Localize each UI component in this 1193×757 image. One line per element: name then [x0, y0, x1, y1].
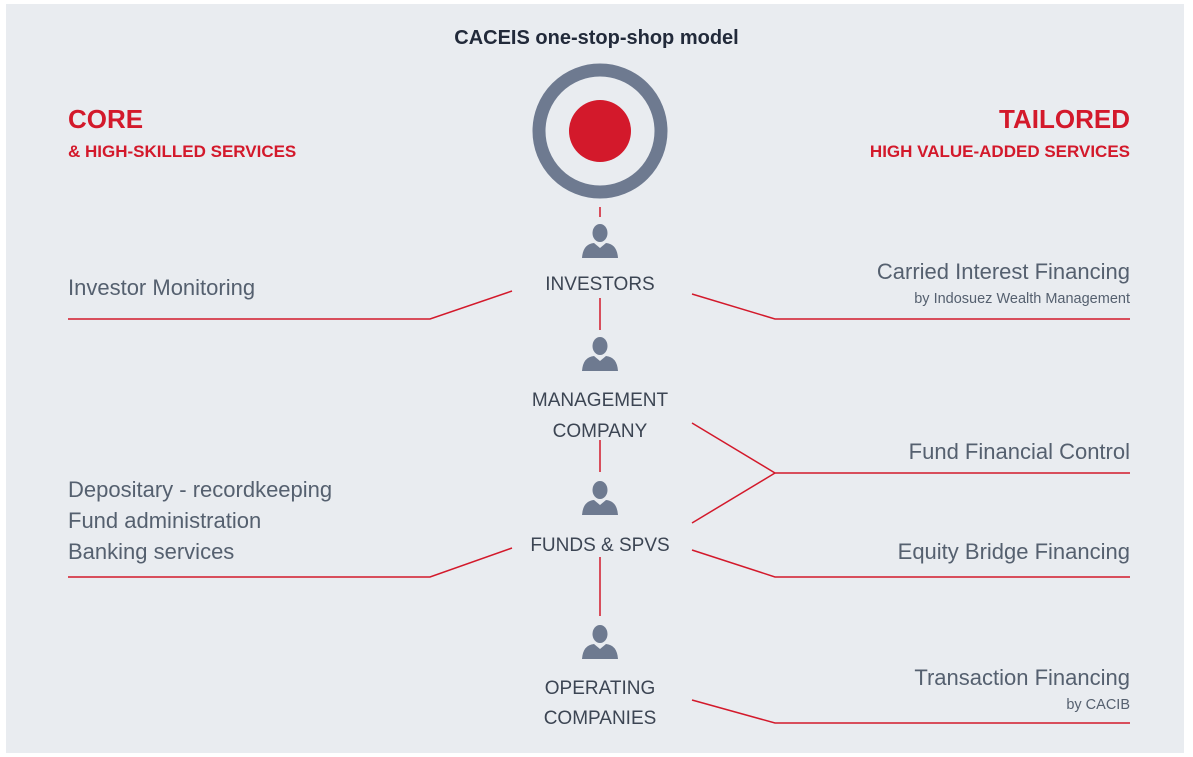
connector-transaction-financing: [691, 699, 1130, 724]
diagram-title: CACEIS one-stop-shop model: [454, 27, 739, 49]
node-management-company-line1: MANAGEMENT: [531, 390, 669, 411]
connector-depositary: [68, 547, 513, 578]
service-transaction-financing-note: by CACIB: [1066, 697, 1130, 713]
person-icon: [582, 337, 618, 371]
service-banking-services: Banking services: [68, 539, 235, 564]
node-management-company-line2: COMPANY: [552, 421, 648, 442]
service-carried-interest-financing: Carried Interest Financing: [876, 259, 1130, 284]
person-icon: [582, 481, 618, 515]
left-header-main: CORE: [68, 104, 144, 134]
service-fund-administration: Fund administration: [68, 508, 262, 533]
node-operating-companies-line2: COMPANIES: [543, 708, 657, 729]
service-carried-interest-note: by Indosuez Wealth Management: [914, 291, 1130, 307]
service-fund-financial-control: Fund Financial Control: [908, 439, 1130, 464]
connector-carried-interest: [691, 293, 1130, 320]
node-funds-spvs: FUNDS & SPVS: [530, 535, 670, 556]
connector-fund-financial-control-2: [691, 472, 776, 524]
node-operating-companies-line1: OPERATING: [544, 678, 656, 699]
service-depositary-recordkeeping: Depositary - recordkeeping: [68, 477, 333, 502]
service-equity-bridge-financing: Equity Bridge Financing: [897, 539, 1130, 564]
connector-equity-bridge: [691, 549, 1130, 578]
service-investor-monitoring: Investor Monitoring: [68, 275, 256, 300]
node-investors: INVESTORS: [545, 274, 655, 295]
target-icon: [532, 63, 668, 199]
right-header-sub: HIGH VALUE-ADDED SERVICES: [869, 142, 1130, 161]
right-header-main: TAILORED: [999, 104, 1130, 134]
connector-investor-monitoring: [68, 290, 513, 320]
person-icon: [582, 625, 618, 659]
left-header-sub: & HIGH-SKILLED SERVICES: [68, 142, 297, 161]
service-transaction-financing: Transaction Financing: [914, 665, 1130, 690]
person-icon: [582, 224, 618, 258]
